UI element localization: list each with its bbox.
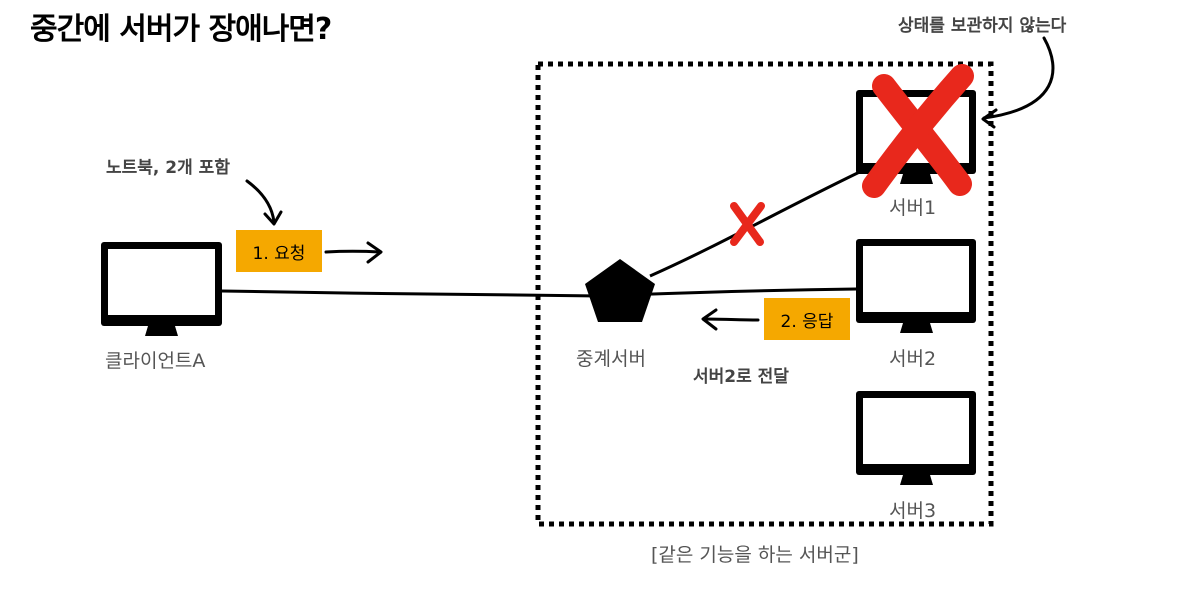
- connection-line-proxy-server1: [649, 166, 869, 278]
- page-title: 중간에 서버가 장애나면?: [30, 12, 332, 47]
- request-tag: 1. 요청: [236, 230, 322, 272]
- server-group-box: [535, 61, 994, 527]
- laptop-note: 노트북, 2개 포함: [106, 158, 230, 178]
- proxy-label: 중계서버: [576, 348, 646, 370]
- monitor-icon: [856, 391, 976, 485]
- server3-label: 서버3: [889, 500, 937, 522]
- pentagon-icon: [585, 259, 655, 322]
- arrow-icon: [324, 241, 383, 264]
- cross-icon: [730, 202, 765, 246]
- arrow-icon: [701, 308, 760, 331]
- server1-label: 서버1: [889, 197, 937, 219]
- response-tag: 2. 응답: [764, 298, 850, 340]
- arrow-icon: [245, 179, 283, 226]
- forward-note: 서버2로 전달: [693, 367, 789, 387]
- cross-icon: [862, 64, 974, 198]
- stateless-note: 상태를 보관하지 않는다: [898, 16, 1067, 36]
- connection-line-client-proxy: [221, 289, 601, 298]
- monitor-icon: [101, 242, 222, 336]
- monitor-icon: [856, 239, 976, 333]
- server-group-label: [같은 기능을 하는 서버군]: [651, 544, 859, 566]
- client-label: 클라이언트A: [105, 350, 206, 372]
- arrow-icon: [981, 36, 1055, 129]
- server2-label: 서버2: [889, 348, 937, 370]
